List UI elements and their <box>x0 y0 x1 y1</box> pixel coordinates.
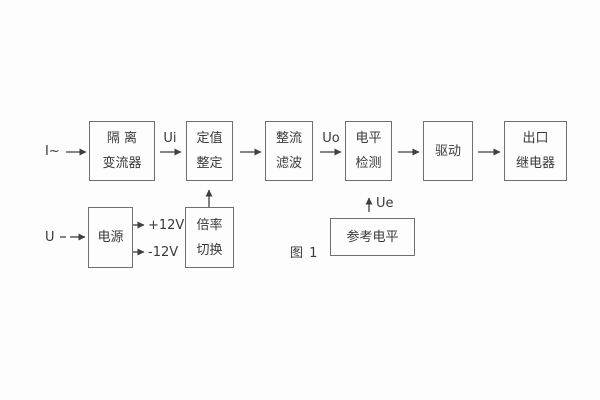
signal-ue-label: Ue <box>376 196 394 211</box>
block-label: 切换 <box>196 242 223 258</box>
block-ratio-switch: 倍率 切换 <box>185 207 234 268</box>
block-drive: 驱动 <box>423 121 473 181</box>
block-label: 继电器 <box>515 156 555 171</box>
block-label: 整流 <box>275 131 302 146</box>
block-label: 参考电平 <box>346 229 399 245</box>
block-level-detection: 电平 检测 <box>345 121 392 181</box>
input-current-label: I~ <box>45 144 60 159</box>
block-label: 隔 离 <box>106 131 138 146</box>
signal-uo-label: Uo <box>322 131 340 146</box>
block-label: 出口 <box>522 131 549 146</box>
block-output-relay: 出口 继电器 <box>504 121 567 181</box>
figure-caption: 图 1 <box>290 246 319 261</box>
plus12v-label: +12V <box>148 218 185 233</box>
block-label: 驱动 <box>434 143 461 159</box>
block-reference-level: 参考电平 <box>330 218 415 256</box>
block-label: 滤波 <box>275 156 302 171</box>
minus12v-label: -12V <box>148 245 179 260</box>
block-isolation-transformer: 隔 离 变流器 <box>89 121 155 181</box>
block-label: 定值 <box>196 131 223 146</box>
block-label: 电源 <box>97 230 124 245</box>
block-setting-adjustment: 定值 整定 <box>186 121 233 181</box>
block-label: 倍率 <box>196 217 223 233</box>
block-power-supply: 电源 <box>88 207 133 268</box>
input-voltage-label: U <box>45 230 55 245</box>
block-rectify-filter: 整流 滤波 <box>265 121 313 181</box>
signal-ui-label: Ui <box>163 131 177 146</box>
block-label: 整定 <box>196 156 223 171</box>
block-label: 检测 <box>355 156 382 171</box>
block-label: 电平 <box>355 131 382 146</box>
block-label: 变流器 <box>102 156 142 171</box>
